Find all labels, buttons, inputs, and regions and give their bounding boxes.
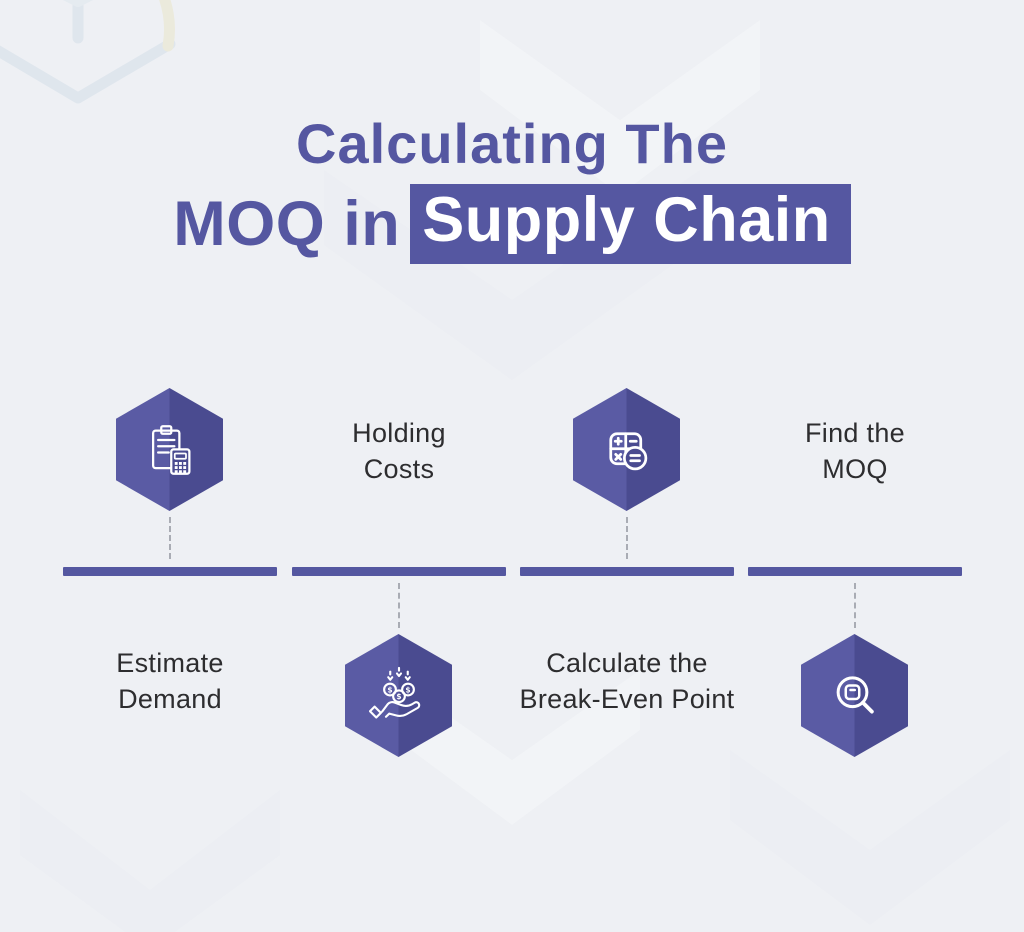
step-4-label: Find the MOQ xyxy=(723,390,987,512)
step-4-label-line-1: Find the xyxy=(805,418,905,448)
title-line1: Calculating The xyxy=(296,112,728,175)
step-4-label-line-2: MOQ xyxy=(822,454,888,484)
step-1-label: Estimate Demand xyxy=(38,622,302,740)
step-1-label-line-1: Estimate xyxy=(116,648,224,678)
svg-text:$: $ xyxy=(405,685,410,694)
magnifier-icon xyxy=(836,675,874,713)
dashed-connector-step-1 xyxy=(169,517,171,559)
dashed-connector-step-4 xyxy=(854,583,856,628)
hexagon-step-3 xyxy=(573,388,680,511)
timeline-bar-segment-2 xyxy=(292,567,506,576)
title-line2-highlight: Supply Chain xyxy=(410,184,851,265)
timeline-bar-segment-4 xyxy=(748,567,962,576)
calculator-icon xyxy=(608,431,647,470)
step-3-label-line-1: Calculate the xyxy=(546,648,708,678)
svg-text:$: $ xyxy=(396,692,401,701)
hexagon-step-4 xyxy=(801,634,908,757)
step-2-label-line-2: Costs xyxy=(363,454,435,484)
dashed-connector-step-3 xyxy=(626,517,628,559)
step-3-label: Calculate the Break-Even Point xyxy=(495,622,759,740)
svg-text:$: $ xyxy=(387,685,392,694)
step-3-label-line-2: Break-Even Point xyxy=(519,684,735,714)
open-box-watermark-icon xyxy=(0,0,176,104)
step-1-label-line-2: Demand xyxy=(118,684,222,714)
hexagon-step-2: $ $ $ xyxy=(345,634,452,757)
timeline-bar-segment-3 xyxy=(520,567,734,576)
hexagon-step-1 xyxy=(116,388,223,511)
title-line2: MOQ in Supply Chain xyxy=(0,184,1024,265)
dashed-connector-step-2 xyxy=(398,583,400,628)
clipboard-calculator-icon xyxy=(151,424,190,475)
step-2-label: Holding Costs xyxy=(267,390,531,512)
timeline-bar-segment-1 xyxy=(63,567,277,576)
title-line2-prefix: MOQ in xyxy=(173,189,401,260)
step-2-label-line-1: Holding xyxy=(352,418,446,448)
hand-coins-icon: $ $ $ xyxy=(368,666,420,719)
title-block: Calculating The MOQ in Supply Chain xyxy=(0,112,1024,265)
